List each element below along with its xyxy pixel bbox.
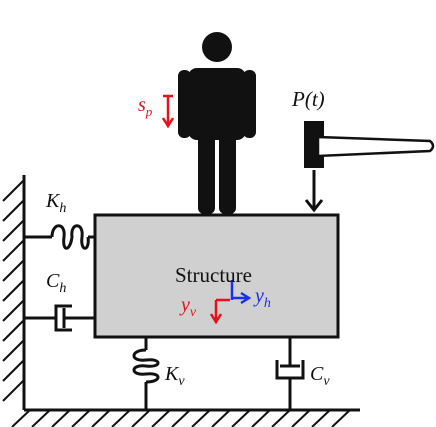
- yh-label: yh: [253, 285, 271, 311]
- kh-label: Kh: [45, 190, 66, 216]
- hammer-icon: [304, 121, 435, 168]
- sp-label: sp: [138, 94, 153, 119]
- vertical-spring: [132, 337, 160, 410]
- ground: [11, 408, 360, 427]
- yv-label: yv: [179, 294, 197, 320]
- horizontal-spring: [24, 224, 95, 250]
- yv-arrow: [209, 298, 230, 325]
- person-icon: [178, 32, 256, 214]
- yh-arrow: [230, 280, 252, 305]
- kv-label: Kv: [164, 363, 185, 389]
- ch-label: Ch: [46, 270, 66, 296]
- force-arrow: [304, 170, 324, 213]
- cv-label: Cv: [310, 363, 330, 389]
- horizontal-damper: [24, 304, 95, 332]
- force-label: P(t): [291, 87, 325, 111]
- left-wall: [2, 175, 26, 410]
- person-displacement-arrow: [161, 94, 175, 129]
- structure-label: Structure: [175, 263, 252, 287]
- vertical-damper: [275, 337, 305, 410]
